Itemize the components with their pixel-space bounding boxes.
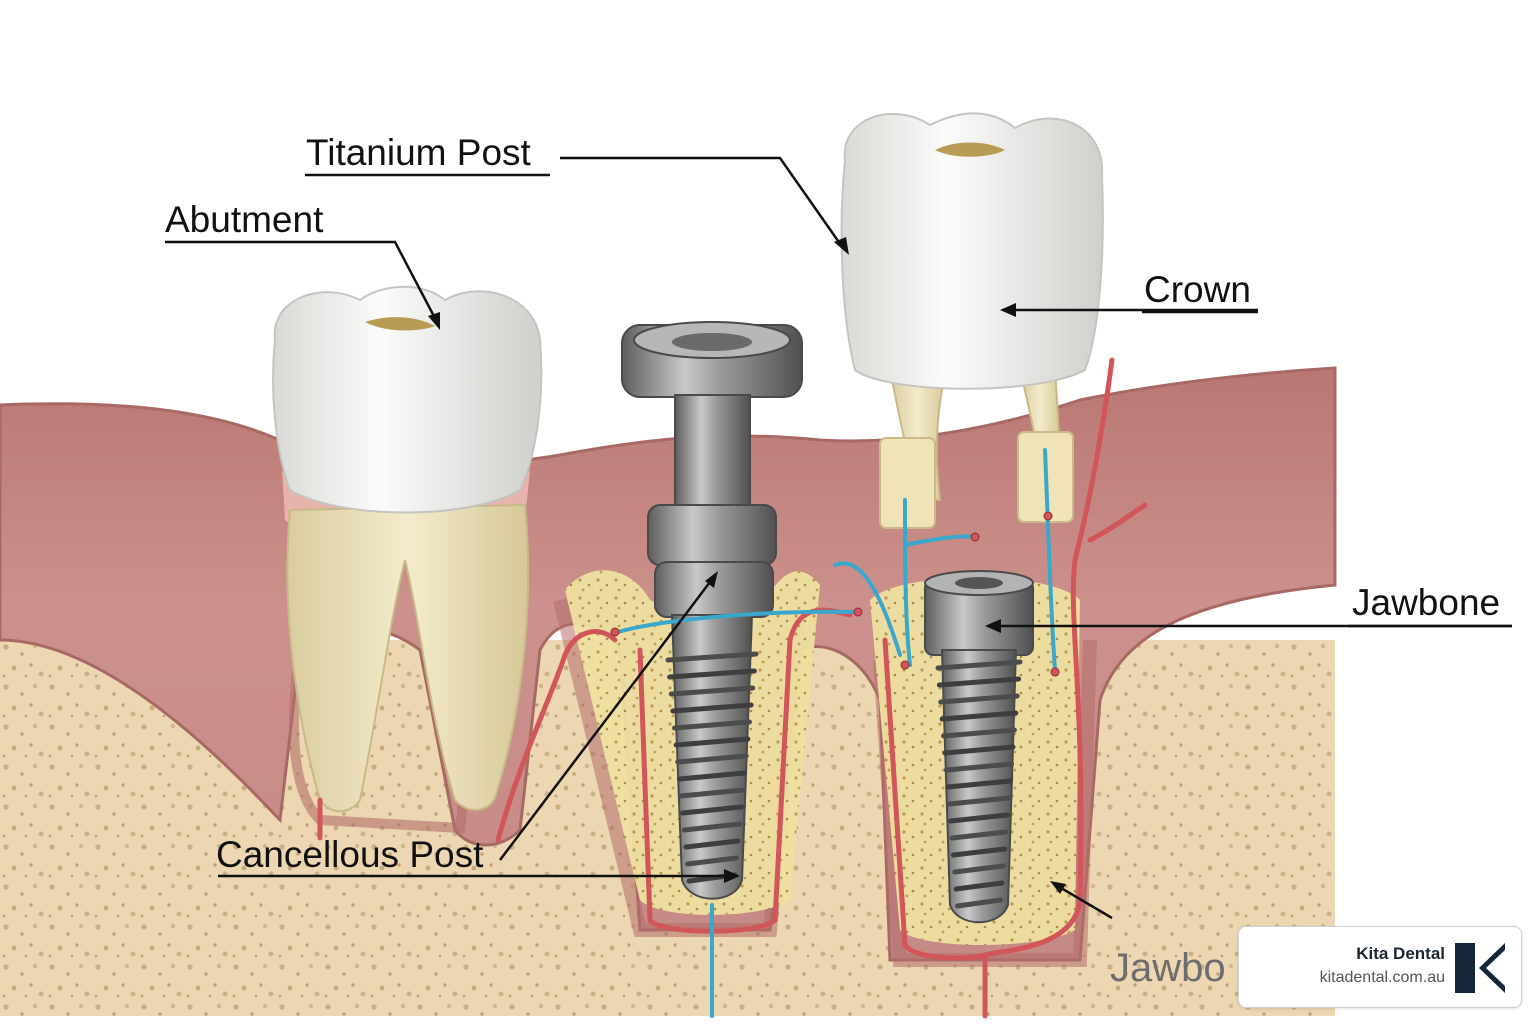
label-jawbone: Jawbone	[1352, 582, 1501, 623]
implant-thread	[685, 855, 739, 867]
implant-thread	[953, 880, 1005, 892]
nerve-crown-left	[903, 498, 912, 667]
label-jawbone-watermark: Jawbo	[1110, 946, 1226, 990]
leader-bone-arrow	[1055, 883, 1113, 920]
crown-fissure	[935, 142, 1005, 157]
artery-left	[495, 629, 618, 843]
implant-thread	[938, 693, 1020, 705]
implant-thread	[939, 710, 1019, 722]
abutment-collar-1	[647, 504, 777, 566]
implant-thread	[948, 812, 1010, 824]
implant-threads-right	[935, 659, 1023, 909]
implant-thread	[952, 863, 1006, 875]
implant-thread	[936, 676, 1022, 688]
label-cancellous-post: Cancellous Post	[216, 834, 484, 875]
implant-thread	[680, 804, 744, 816]
arrowhead-cancellous-2	[705, 571, 718, 588]
label-titanium-post: Titanium Post	[306, 132, 531, 173]
implant-thread	[955, 897, 1003, 909]
abutment-neck	[674, 394, 751, 511]
implant-thread	[665, 651, 759, 663]
implant-post-right	[924, 570, 1034, 924]
abutment-cap-hole	[672, 333, 752, 351]
implant-thread	[683, 838, 741, 850]
brand-badge: Kita Dental kitadental.com.au	[1238, 926, 1522, 1008]
tooth-roots	[286, 503, 530, 813]
arrowhead-jawbone	[985, 619, 1001, 633]
implant-thread	[675, 753, 749, 765]
implant-thread	[676, 770, 748, 782]
label-crown: Crown	[1144, 269, 1251, 310]
implant-thread	[673, 736, 751, 748]
label-abutment: Abutment	[165, 199, 324, 240]
crown-root-cap-left	[879, 437, 936, 529]
implant-with-abutment	[621, 321, 803, 900]
implant-thread	[668, 685, 756, 697]
crown-body	[840, 112, 1104, 390]
artery-branch	[1087, 502, 1148, 543]
arrowhead-abutment	[428, 312, 440, 330]
nerve-loop	[833, 561, 902, 657]
implant-thread	[672, 719, 752, 731]
post-head-hole	[955, 577, 1003, 589]
implant-thread	[950, 846, 1008, 858]
brand-name: Kita Dental	[1356, 944, 1445, 963]
implant-thread	[935, 659, 1023, 671]
artery-right	[982, 357, 1115, 1019]
nerve-middle-ring	[616, 609, 860, 634]
brand-url[interactable]: kitadental.com.au	[1319, 969, 1445, 986]
abutment-collar-2	[654, 561, 774, 618]
arrowheads	[428, 237, 1066, 894]
vessel-nodes	[610, 511, 1060, 677]
implant-thread	[667, 668, 757, 680]
implant-thread	[678, 787, 746, 799]
implant-thread	[670, 702, 754, 714]
implant-thread	[941, 727, 1017, 739]
implant-thread	[945, 778, 1013, 790]
tooth-fissure	[365, 317, 435, 331]
implant-thread	[681, 821, 743, 833]
implant-thread	[949, 829, 1009, 841]
arrowhead-cancellous-1	[724, 869, 740, 883]
arrowhead-titanium-post	[834, 237, 849, 255]
nerve-crown-right	[1043, 448, 1057, 672]
implant-threads-middle	[665, 651, 759, 884]
nerves	[616, 448, 1057, 1018]
natural-tooth	[272, 285, 543, 813]
implant-thread	[946, 795, 1012, 807]
kita-dental-logo-icon	[1455, 943, 1505, 993]
tooth-crown-natural	[272, 285, 543, 514]
implant-thread	[943, 761, 1015, 773]
leader-abutment	[165, 240, 439, 323]
label-underlines	[305, 173, 1512, 628]
arrowhead-bone	[1050, 881, 1066, 894]
nerve-crown-left-branch	[903, 534, 977, 547]
arrowhead-crown	[1000, 303, 1016, 317]
leader-lines	[165, 156, 1512, 920]
implant-thread	[942, 744, 1016, 756]
leader-cancellous-2	[499, 577, 714, 861]
artery-right-inner	[882, 637, 988, 961]
leader-titanium-post	[560, 156, 845, 249]
